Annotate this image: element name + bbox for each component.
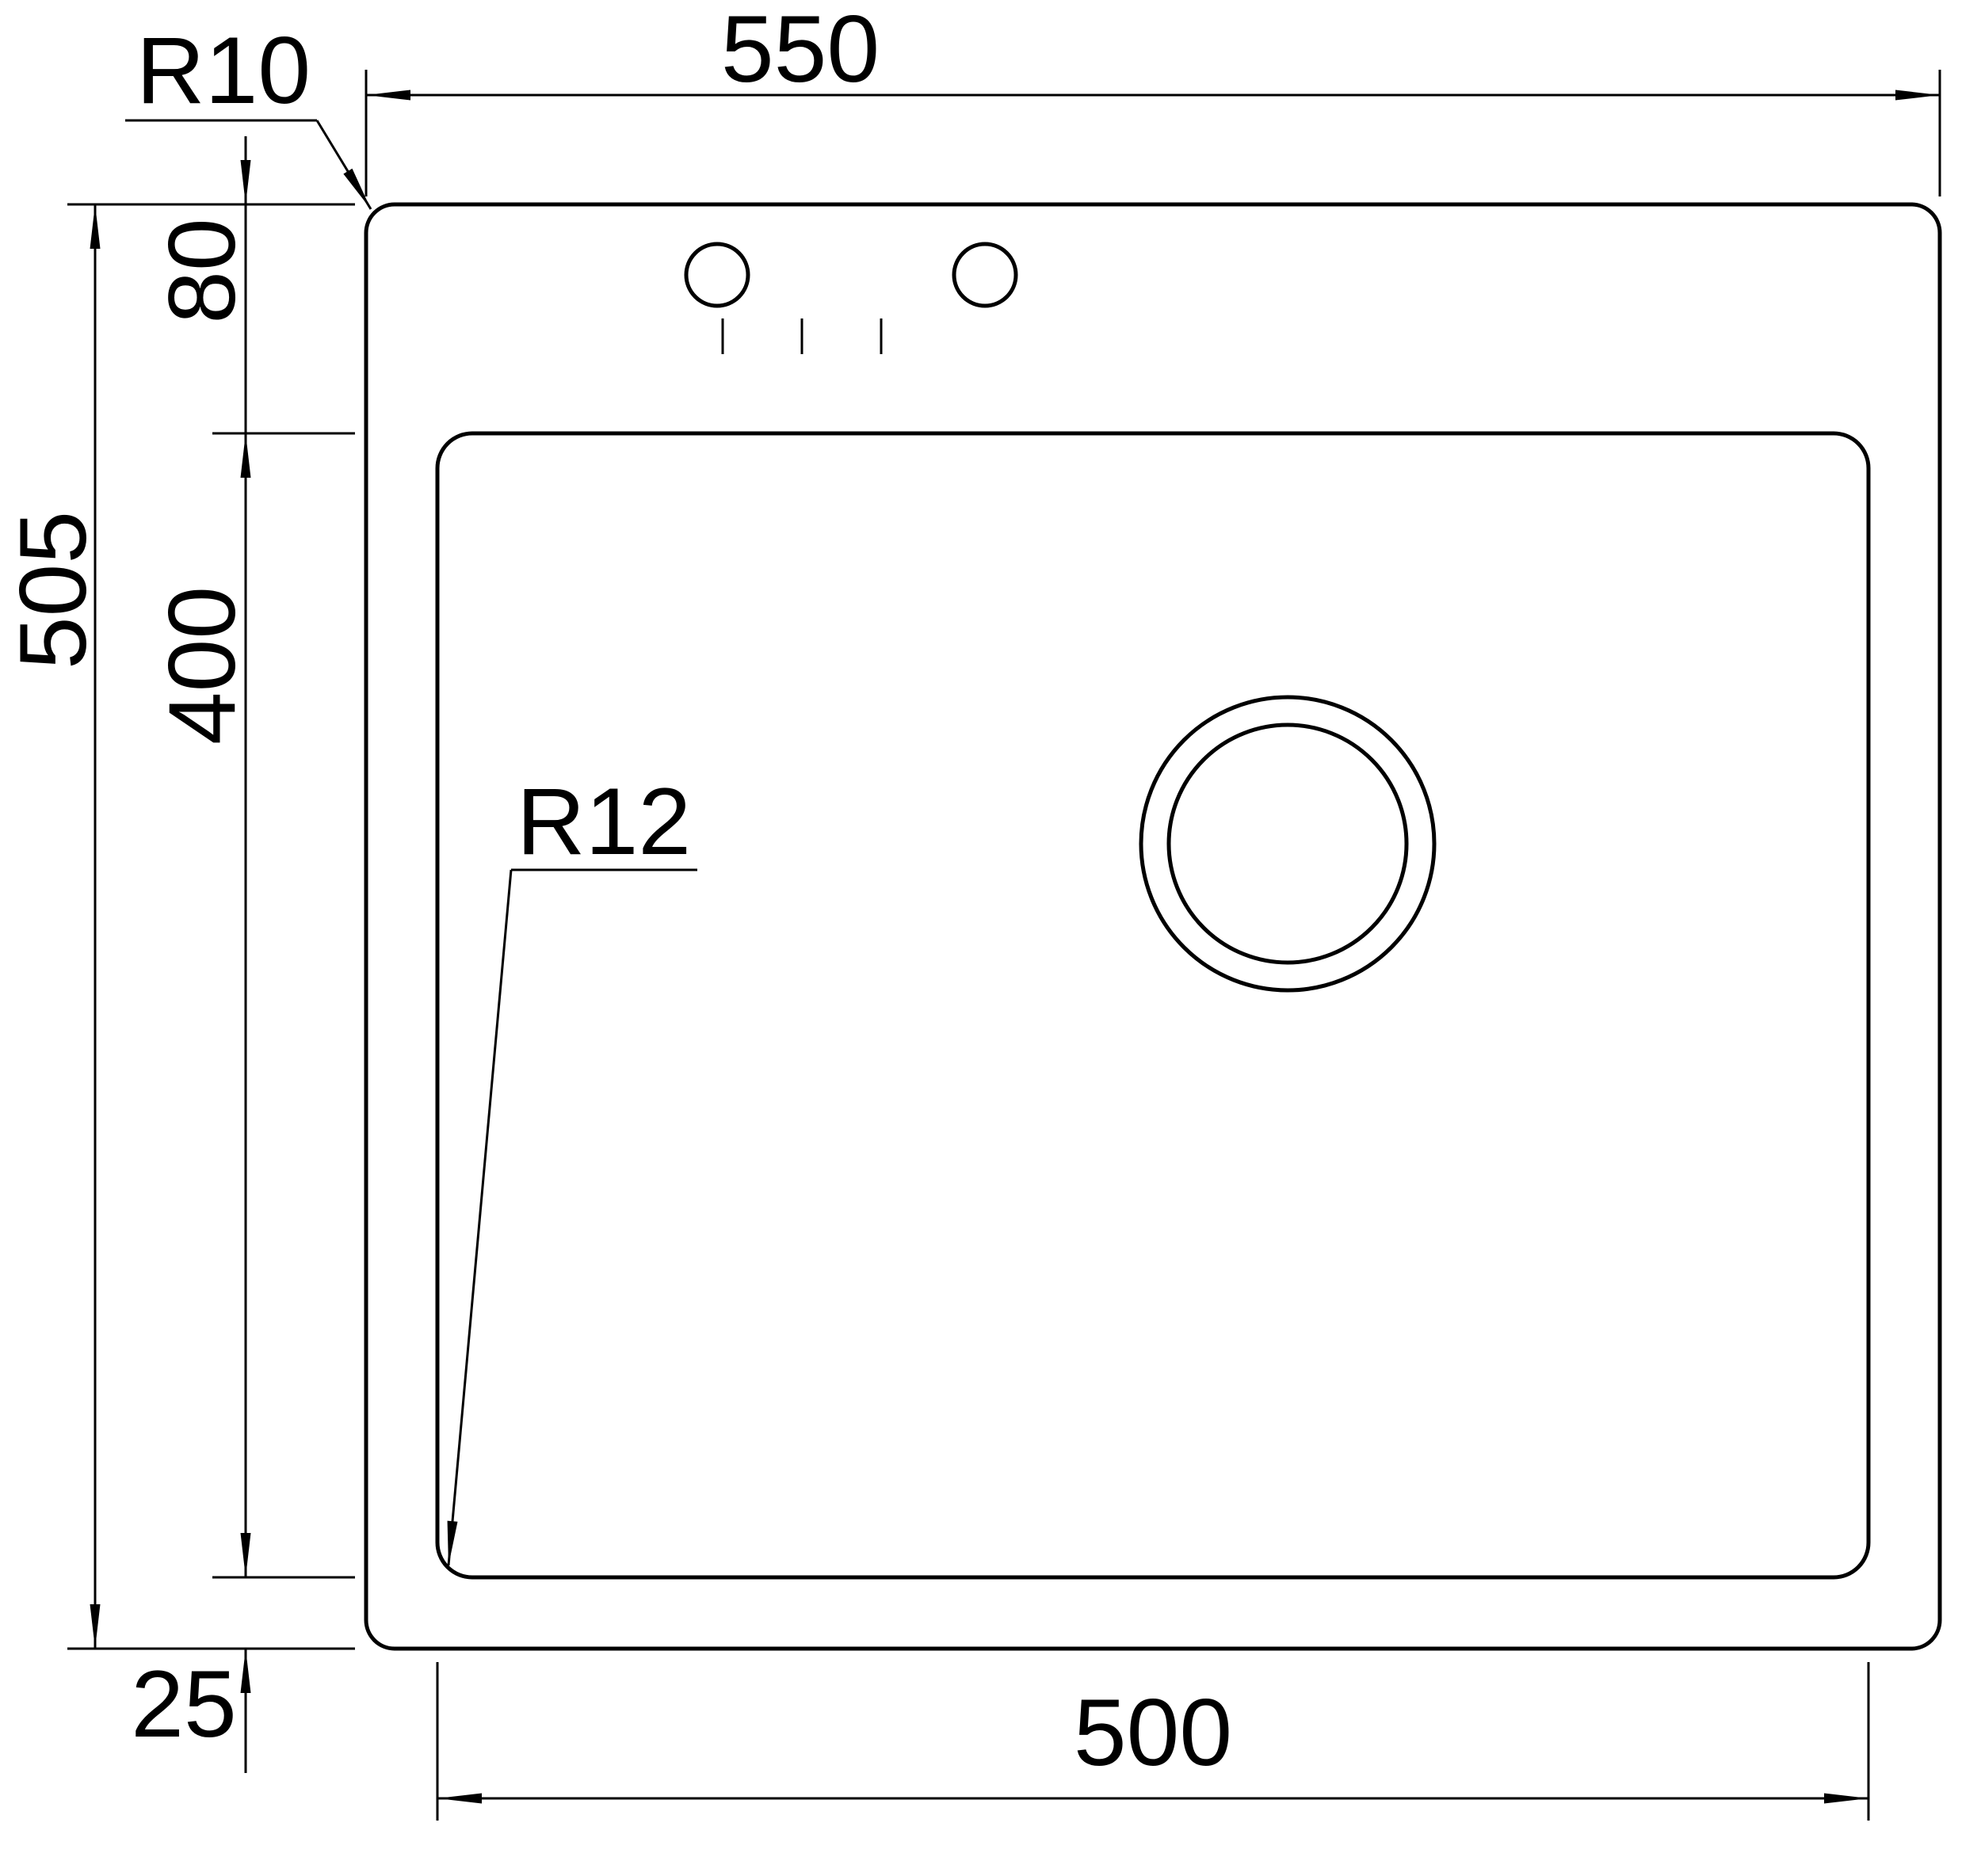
dim-overall-width: 550	[365, 0, 1941, 196]
tap-hole-left	[684, 242, 750, 308]
callout-outer-radius: R10	[125, 17, 372, 210]
dim-bowl-bottom-offset-label: 25	[131, 1651, 236, 1757]
drain-outer-circle	[1139, 695, 1437, 993]
drain-inner-circle	[1166, 723, 1409, 965]
dim-overall-height-label: 505	[0, 511, 106, 669]
dim-bowl-width-label: 500	[1074, 1680, 1232, 1786]
sink-outer-rim-outline	[364, 202, 1942, 1651]
dim-overall-height: 505	[0, 203, 355, 1650]
callout-outer-radius-leader	[315, 120, 372, 210]
callout-bowl-radius: R12	[447, 768, 697, 1566]
dim-bowl-height: 400	[149, 433, 355, 1579]
sink-bowl-outline	[435, 431, 1871, 1580]
tap-hole-right	[952, 242, 1018, 308]
dim-bowl-height-label: 400	[149, 586, 255, 745]
sink-geometry	[364, 202, 1942, 1651]
dim-rim-top-offset: 80	[149, 136, 355, 435]
callout-bowl-radius-leader	[447, 869, 513, 1566]
dim-rim-top-offset-label: 80	[149, 218, 255, 323]
callout-outer-radius-label: R10	[136, 17, 311, 124]
dim-overall-width-label: 550	[721, 0, 880, 102]
callout-bowl-radius-label: R12	[517, 768, 691, 875]
dim-bowl-bottom-offset: 25	[131, 1649, 251, 1773]
dim-bowl-width: 500	[436, 1662, 1870, 1821]
